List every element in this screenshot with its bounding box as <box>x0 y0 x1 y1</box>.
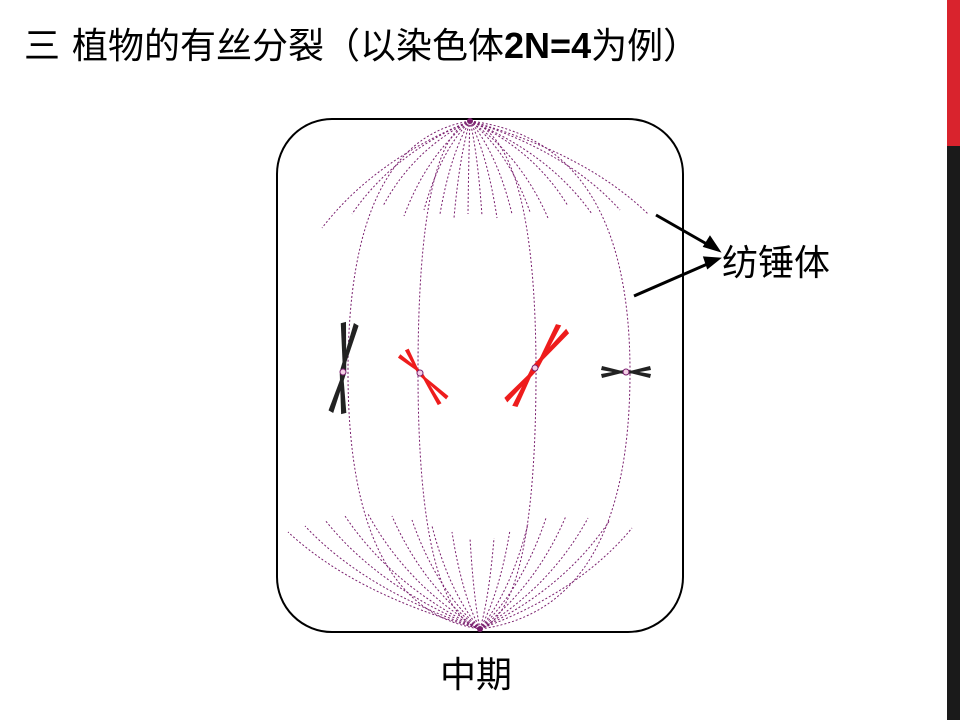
spindle-fiber <box>467 120 471 215</box>
spindle-fiber <box>347 120 481 630</box>
spindle-fiber <box>469 120 621 211</box>
chromosome-4-arm-d <box>601 370 626 378</box>
leader-line-upper <box>655 213 713 249</box>
chromosome-3-centromere <box>531 364 539 372</box>
spindle-fiber <box>382 120 471 207</box>
title-number: 三 <box>24 26 61 67</box>
chromosome-3 <box>504 324 570 407</box>
chromosome-1 <box>328 321 359 415</box>
chromosome-2-centromere <box>416 369 424 377</box>
spindle-fiber <box>479 527 633 630</box>
spindle-fiber <box>479 537 495 630</box>
spindle-fiber <box>479 529 511 630</box>
spindle-leader-lines <box>633 213 722 298</box>
spindle-fiber <box>469 120 593 215</box>
spindle-fiber <box>479 519 611 630</box>
spindle-fiber <box>411 519 481 630</box>
chromosome-4-arm-b <box>626 370 651 378</box>
accent-bar-dark <box>947 146 960 720</box>
chromosome-3-arm-b <box>533 328 570 368</box>
chromosome-2 <box>397 348 449 406</box>
spindle-fiber <box>469 120 531 213</box>
spindle-fiber <box>469 120 631 630</box>
spindle-fiber <box>287 531 481 630</box>
spindle-fiber <box>469 120 498 219</box>
spindle-fiber <box>469 120 569 207</box>
title-main: 植物的有丝分裂（以染色体 <box>72 26 505 67</box>
chromosome-4 <box>601 366 651 378</box>
chromosome-2-arm-c <box>420 373 442 406</box>
chromosome-2-arm-b <box>404 348 420 373</box>
chromosome-1-arm-b <box>340 323 359 372</box>
spindle-fiber <box>469 120 513 215</box>
spindle-fiber <box>304 525 481 630</box>
spindle-pole-bottom <box>477 626 483 632</box>
phase-label: 中期 <box>440 655 513 696</box>
leader-arrow-lower <box>702 256 722 270</box>
spindle-label: 纺锤体 <box>722 243 831 284</box>
spindle-fiber <box>469 120 537 630</box>
spindle-fiber <box>479 517 547 630</box>
chromosome-1-arm-d <box>339 372 347 415</box>
chromosome-4-centromere <box>622 368 630 376</box>
spindle-fiber <box>469 120 649 215</box>
spindle-fiber <box>321 120 471 229</box>
leader-arrow-upper <box>702 235 722 253</box>
slide-title: 三植物的有丝分裂（以染色体2N=4为例） <box>24 22 699 71</box>
title-formula: 2N=4 <box>504 25 592 66</box>
title-end: 为例） <box>591 26 700 67</box>
accent-bar-red <box>947 0 960 146</box>
spindle-fiber <box>451 531 481 630</box>
spindle-fiber <box>479 523 529 630</box>
spindle-fiber <box>469 120 549 219</box>
spindle-fiber <box>391 515 481 630</box>
spindle-fiber <box>351 120 471 215</box>
chromosome-2-arm-a <box>397 354 421 373</box>
leader-line-lower <box>633 260 713 298</box>
spindle-pole-top <box>467 118 473 124</box>
chromosome-2-arm-d <box>419 373 449 400</box>
chromosome-1-centromere <box>339 368 347 376</box>
spindle-fiber <box>431 525 481 630</box>
chromosome-3-arm-d <box>512 367 535 407</box>
spindle-fiber <box>344 515 481 630</box>
chromosome-3-arm-a <box>535 324 562 369</box>
spindle-fiber <box>469 537 481 630</box>
spindle-fiber <box>469 120 483 217</box>
spindle-fiber <box>439 120 471 215</box>
spindle-fiber <box>324 519 481 630</box>
spindle-fiber <box>423 120 471 211</box>
spindle-fiber <box>479 515 567 630</box>
